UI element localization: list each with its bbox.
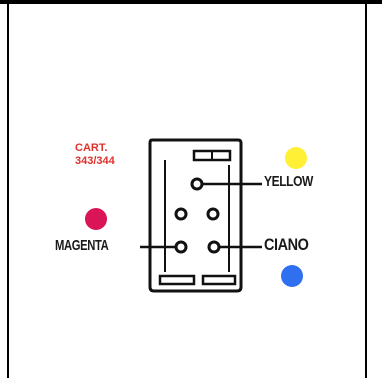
cyan-hole — [207, 240, 221, 254]
yellow-color-dot — [285, 147, 307, 169]
cartridge-model-line1: CART. — [75, 142, 108, 154]
cyan-color-dot — [281, 265, 303, 287]
yellow-label: YELLOW — [264, 173, 313, 190]
magenta-label: MAGENTA — [55, 237, 109, 254]
magenta-color-dot — [85, 208, 107, 230]
frame-left-border — [7, 4, 9, 378]
yellow-hole — [190, 177, 204, 191]
cartridge-outline — [148, 138, 243, 293]
cartridge-model-label: CART. 343/344 — [75, 142, 115, 168]
frame-top-border — [0, 0, 382, 4]
cyan-label: CIANO — [264, 235, 309, 254]
cartridge-model-line2: 343/344 — [75, 155, 115, 167]
magenta-hole — [174, 240, 188, 254]
cartridge-bottom-slot-left — [158, 274, 196, 286]
cartridge-bottom-slot-right — [201, 274, 237, 286]
frame-right-border — [365, 4, 367, 378]
hole-mid-left — [174, 207, 188, 221]
hole-mid-right — [206, 207, 220, 221]
